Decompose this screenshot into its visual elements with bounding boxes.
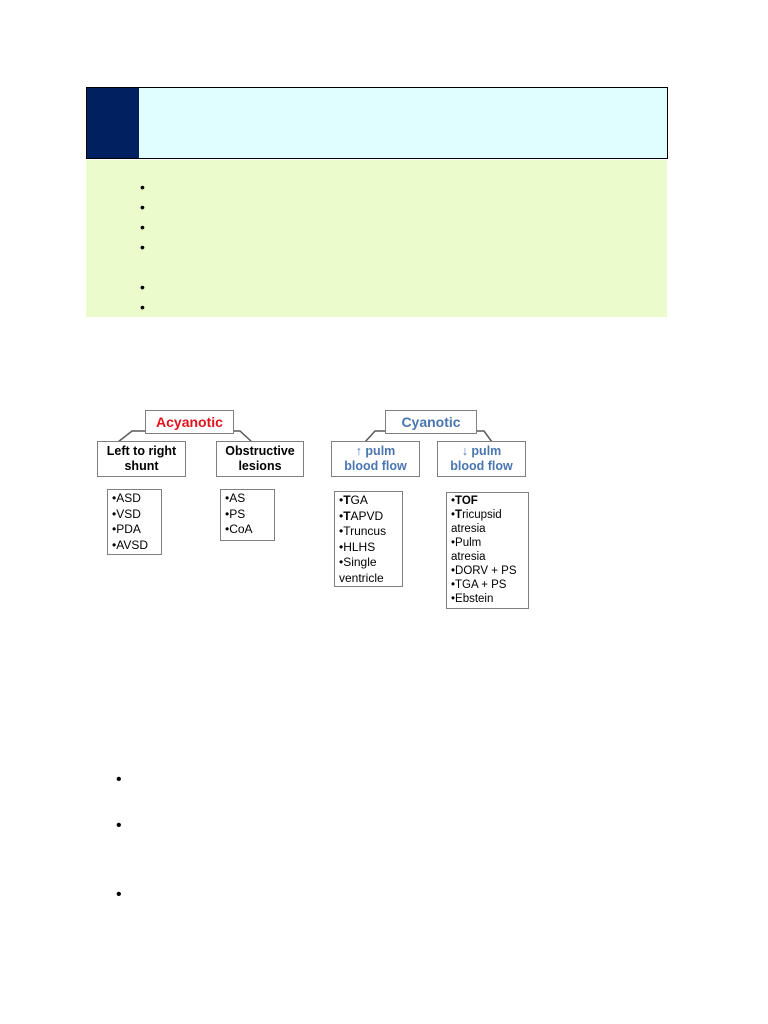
panel-bullet: • [140,280,145,294]
bullet-dot: • [140,199,145,215]
connector-line [117,430,146,443]
node-label-line: ↑ pulm [355,444,396,458]
bullet-dot: • [116,886,122,903]
list-item: •Single [339,555,377,569]
connector-line [232,430,253,443]
panel-bullet: • [140,240,145,254]
list-item: •AVSD [112,537,148,552]
node-label-line: blood flow [344,459,407,473]
bullet-dot: • [140,179,145,195]
list-item: •PS [225,506,246,521]
obstructive-lesions-list: •AS •PS •CoA [220,489,275,541]
list-item: atresia [451,551,486,563]
list-item: •TOF [451,495,478,507]
list-item: •Ebstein [451,593,494,605]
lower-bullet: • [116,887,122,903]
connector-line [364,430,386,443]
list-item: •Pulm [451,537,482,549]
left-to-right-shunt-node: Left to right shunt [97,441,186,477]
list-item: •HLHS [339,539,376,554]
panel-bullet: • [140,300,145,314]
cyanotic-node: Cyanotic [385,410,477,434]
bullet-dot: • [116,771,122,788]
bullet-dot: • [140,299,145,315]
connector-line [476,430,493,443]
list-item: •TAPVD [339,508,384,523]
bullet-dot: • [140,239,145,255]
node-label-line: blood flow [450,459,513,473]
list-item: •Tricupsid [451,509,502,521]
node-label-line: ↓ pulm [461,444,502,458]
left-to-right-shunt-list: •ASD •VSD •PDA •AVSD [107,489,162,555]
list-item: •TGA + PS [451,579,507,591]
panel-bullet: • [140,220,145,234]
list-item: •VSD [112,506,141,521]
bullet-dot: • [140,219,145,235]
obstructive-lesions-node: Obstructive lesions [216,441,304,477]
node-label-line: shunt [124,459,159,473]
panel-bullet: • [140,180,145,194]
increased-pulm-flow-node: ↑ pulm blood flow [331,441,420,477]
header-accent-block [87,88,139,158]
node-label-line: Obstructive [225,444,295,458]
node-label-line: lesions [238,459,282,473]
increased-pulm-flow-list: •TGA •TAPVD •Truncus •HLHS •Single ventr… [334,491,403,587]
list-item: •PDA [112,522,141,536]
list-item: •AS [225,491,246,505]
list-item: •Truncus [339,524,387,538]
list-item: •DORV + PS [451,565,517,577]
bullet-dot: • [140,279,145,295]
acyanotic-node: Acyanotic [145,410,234,434]
decreased-pulm-flow-list: •TOF •Tricupsid atresia •Pulm atresia •D… [446,492,529,609]
panel-bullet: • [140,200,145,214]
lower-bullet: • [116,772,122,788]
list-item: •ASD [112,491,141,505]
bullet-dot: • [116,817,122,834]
bullet-panel: • • • • • • [86,160,667,317]
list-item: •TGA [339,493,368,507]
list-item: ventricle [339,570,384,585]
decreased-pulm-flow-node: ↓ pulm blood flow [437,441,526,477]
node-label-line: Left to right [106,444,177,458]
list-item: atresia [451,523,486,535]
header-banner [86,87,668,159]
lower-bullet: • [116,818,122,834]
list-item: •CoA [225,522,253,536]
